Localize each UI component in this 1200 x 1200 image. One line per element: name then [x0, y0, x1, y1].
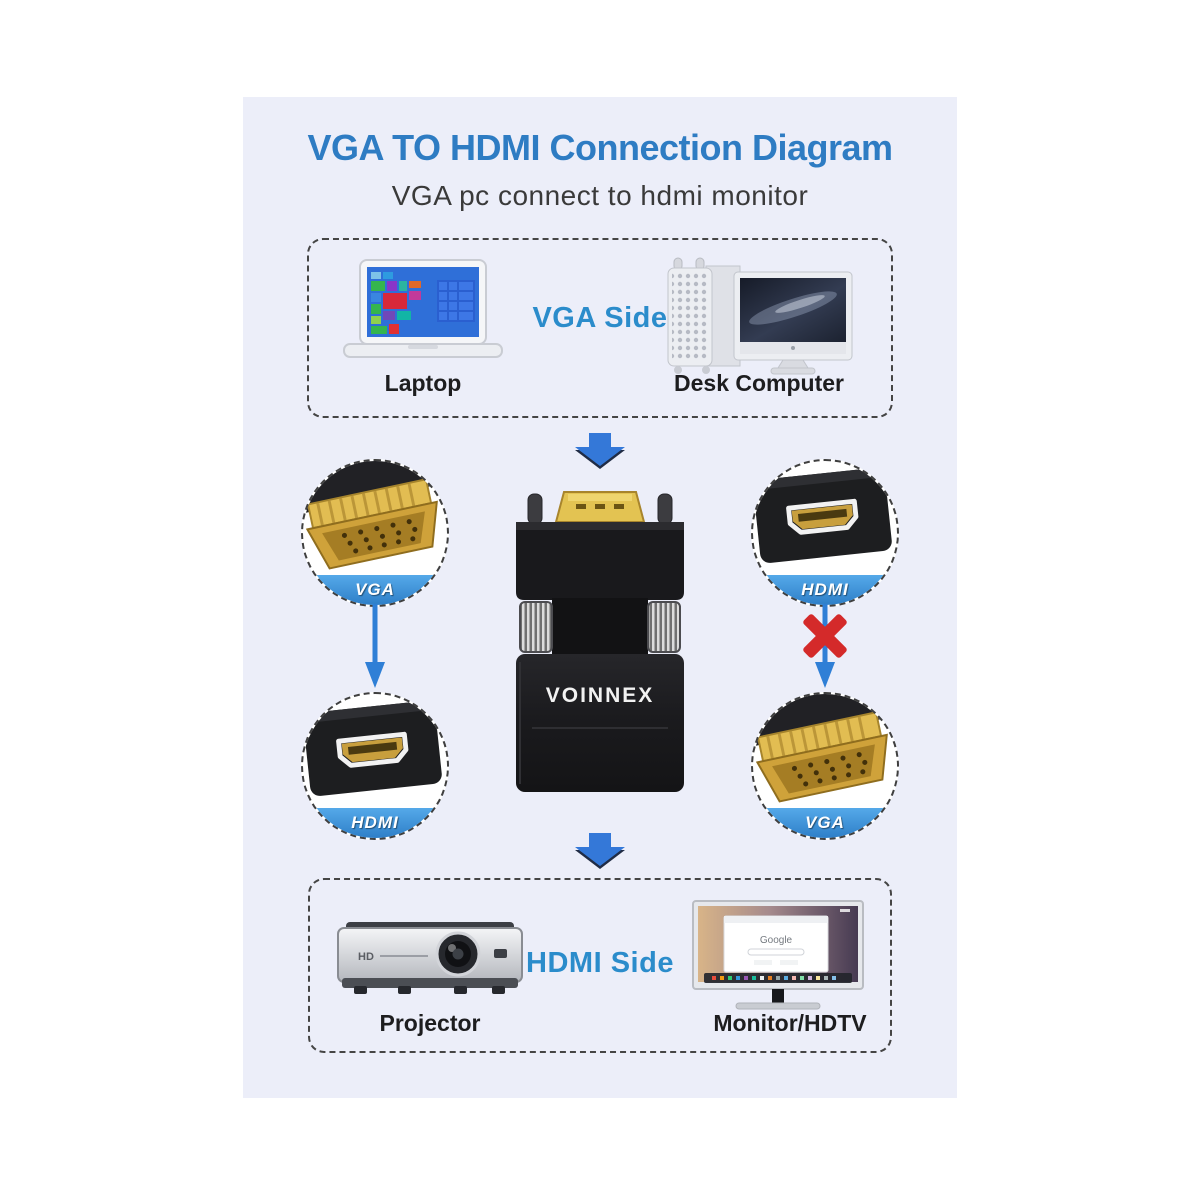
desk-computer-label: Desk Computer — [674, 370, 844, 396]
hdmi-side-box — [308, 878, 892, 1053]
hdmi-port-badge: HDMI — [303, 808, 447, 838]
vga-port-badge: VGA — [303, 575, 447, 605]
down-arrow-icon — [575, 433, 625, 469]
vga-side-label: VGA Side — [532, 302, 668, 334]
laptop-label: Laptop — [384, 370, 462, 396]
hdmi-port-icon — [753, 467, 892, 563]
hdmi-port-badge: HDMI — [753, 575, 897, 605]
vga-to-hdmi-adapter-image: VOINNEX — [516, 491, 684, 792]
hdmi-connector-circle-top: HDMI — [751, 459, 899, 607]
vga-connector-circle-bottom: VGA — [751, 692, 899, 840]
vga-side-box — [307, 238, 893, 418]
projector-label: Projector — [379, 1010, 481, 1036]
hdmi-port-icon — [303, 700, 442, 796]
monitor-label: Monitor/HDTV — [713, 1010, 867, 1036]
monitor-screen-text: Google — [760, 935, 793, 946]
hdmi-side-label: HDMI Side — [526, 947, 674, 979]
desk-computer-icon — [667, 257, 853, 375]
vga-plug-icon — [753, 694, 897, 803]
wrong-connection-x-icon — [803, 614, 847, 658]
hdmi-connector-circle-bottom: HDMI — [301, 692, 449, 840]
laptop-icon — [343, 259, 503, 358]
vga-to-adapter-arrow-icon — [365, 604, 385, 688]
down-arrow-icon — [575, 833, 625, 869]
projector-icon: HD — [337, 922, 523, 994]
monitor-icon: Google — [692, 900, 864, 1010]
page-title: VGA TO HDMI Connection Diagram — [307, 127, 893, 168]
vga-connector-circle-top: VGA — [301, 459, 449, 607]
vga-plug-icon — [303, 461, 447, 570]
projector-badge: HD — [358, 951, 374, 963]
vga-port-badge: VGA — [753, 808, 897, 838]
adapter-brand: VOINNEX — [546, 684, 655, 707]
page-subtitle: VGA pc connect to hdmi monitor — [391, 180, 809, 211]
